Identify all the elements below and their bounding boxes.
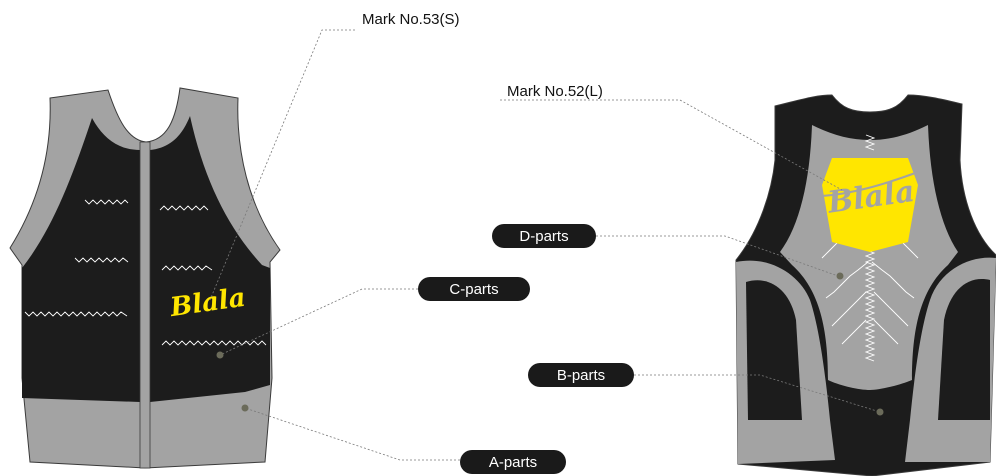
dot-c-parts bbox=[216, 351, 224, 359]
leader-lines bbox=[209, 29, 881, 461]
back-vest: Blala bbox=[735, 94, 996, 476]
mark-large-label: Mark No.52(L) bbox=[507, 83, 603, 100]
front-right-black-panel bbox=[150, 116, 270, 402]
callout-dots bbox=[216, 272, 884, 416]
pill-d-parts: D-parts bbox=[492, 224, 596, 248]
pill-a-parts-label: A-parts bbox=[489, 454, 537, 471]
pill-b-parts-label: B-parts bbox=[557, 367, 605, 384]
pill-a-parts: A-parts bbox=[460, 450, 566, 474]
front-vest: Blala bbox=[9, 87, 281, 469]
leader-a-parts bbox=[244, 407, 460, 461]
dot-a-parts bbox=[241, 404, 249, 412]
mark-small-label: Mark No.53(S) bbox=[362, 11, 460, 28]
back-logo-badge bbox=[822, 158, 918, 252]
leader-mark-large bbox=[500, 99, 843, 191]
leader-b-parts bbox=[634, 374, 881, 413]
leader-c-parts bbox=[219, 288, 418, 356]
leader-d-parts bbox=[596, 235, 839, 277]
front-zipper bbox=[139, 141, 151, 469]
pill-d-parts-label: D-parts bbox=[519, 228, 568, 245]
front-stitches bbox=[24, 199, 267, 346]
pill-b-parts: B-parts bbox=[528, 363, 634, 387]
leader-mark-small bbox=[209, 29, 355, 301]
pill-c-parts: C-parts bbox=[418, 277, 530, 301]
back-right-side-black-insert bbox=[938, 279, 990, 420]
dot-b-parts bbox=[876, 408, 884, 416]
pill-c-parts-label: C-parts bbox=[449, 281, 498, 298]
back-left-side-black-insert bbox=[746, 280, 802, 420]
back-logo-swash bbox=[821, 171, 919, 197]
dot-d-parts bbox=[836, 272, 844, 280]
